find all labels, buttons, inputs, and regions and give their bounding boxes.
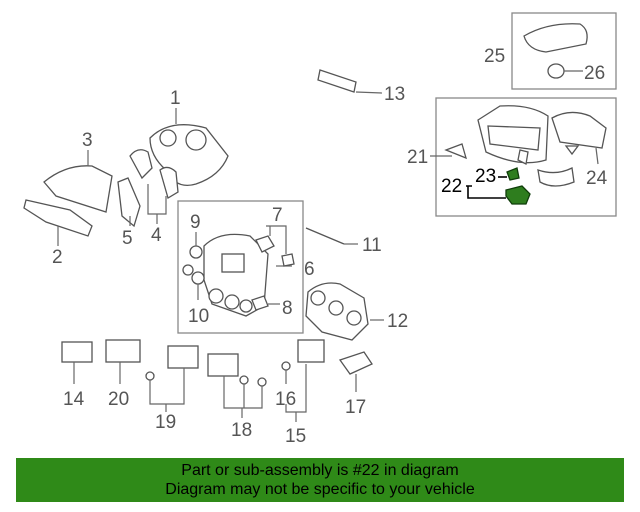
part-23-clip[interactable] bbox=[498, 167, 520, 181]
callout-4: 4 bbox=[151, 225, 162, 246]
callout-17: 17 bbox=[345, 397, 366, 418]
callout-15: 15 bbox=[285, 426, 306, 447]
callout-22: 22 bbox=[441, 176, 462, 197]
group-box-6-10 bbox=[177, 200, 304, 334]
info-banner: Part or sub-assembly is #22 in diagram D… bbox=[16, 458, 624, 502]
callout-2: 2 bbox=[52, 247, 63, 268]
callout-19: 19 bbox=[155, 412, 176, 433]
banner-line-1: Part or sub-assembly is #22 in diagram bbox=[181, 462, 459, 479]
part-25-lid[interactable] bbox=[523, 23, 588, 53]
parts-diagram: 1 2 3 4 5 6 7 8 9 10 11 12 13 14 15 16 1… bbox=[23, 12, 617, 447]
banner-line-2: Diagram may not be specific to your vehi… bbox=[165, 481, 475, 498]
callout-11: 11 bbox=[362, 235, 382, 256]
part-26-knob[interactable] bbox=[547, 63, 583, 79]
part-20-switch[interactable] bbox=[105, 339, 141, 384]
callout-13: 13 bbox=[384, 84, 405, 105]
part-15-switch[interactable] bbox=[281, 339, 325, 422]
part-22-bracket[interactable] bbox=[466, 185, 531, 205]
callout-14: 14 bbox=[63, 389, 85, 410]
part-12-heater-control[interactable] bbox=[305, 282, 384, 341]
callout-10: 10 bbox=[188, 306, 209, 327]
callout-26: 26 bbox=[584, 63, 605, 84]
part-5-bezel[interactable] bbox=[117, 177, 141, 228]
callout-24: 24 bbox=[586, 168, 608, 189]
group-box-21-24 bbox=[435, 97, 617, 217]
callout-8: 8 bbox=[282, 298, 293, 319]
part-11-rod[interactable] bbox=[305, 227, 358, 245]
callout-23: 23 bbox=[475, 166, 496, 187]
part-21-center-panel[interactable] bbox=[444, 105, 607, 187]
group-box-25-26 bbox=[511, 12, 617, 90]
part-17-module[interactable] bbox=[338, 351, 373, 392]
callout-25: 25 bbox=[484, 46, 505, 67]
callout-18: 18 bbox=[231, 420, 252, 441]
callout-16: 16 bbox=[275, 389, 296, 410]
callout-12: 12 bbox=[387, 311, 408, 332]
part-10-knob[interactable] bbox=[182, 264, 205, 300]
part-13-trim-strip[interactable] bbox=[317, 69, 383, 94]
callout-21: 21 bbox=[407, 147, 428, 168]
part-18-switch[interactable] bbox=[207, 353, 267, 418]
part-8-connector[interactable] bbox=[251, 295, 280, 311]
part-7-switch[interactable] bbox=[255, 225, 295, 267]
callout-20: 20 bbox=[108, 389, 129, 410]
callout-1: 1 bbox=[170, 88, 181, 109]
part-6-audio-panel[interactable] bbox=[203, 233, 292, 317]
callout-5: 5 bbox=[122, 228, 133, 249]
part-3-cover[interactable] bbox=[43, 150, 113, 213]
callout-7: 7 bbox=[272, 205, 283, 226]
part-14-switch[interactable] bbox=[61, 341, 93, 384]
part-19-switch[interactable] bbox=[145, 345, 199, 412]
callout-9: 9 bbox=[190, 212, 201, 233]
leader-24 bbox=[595, 147, 599, 165]
part-2-lower-panel[interactable] bbox=[23, 199, 93, 246]
part-4-switch-housings[interactable] bbox=[129, 149, 179, 224]
callout-3: 3 bbox=[82, 130, 93, 151]
part-9-knob[interactable] bbox=[189, 232, 203, 259]
callout-6: 6 bbox=[304, 259, 315, 280]
